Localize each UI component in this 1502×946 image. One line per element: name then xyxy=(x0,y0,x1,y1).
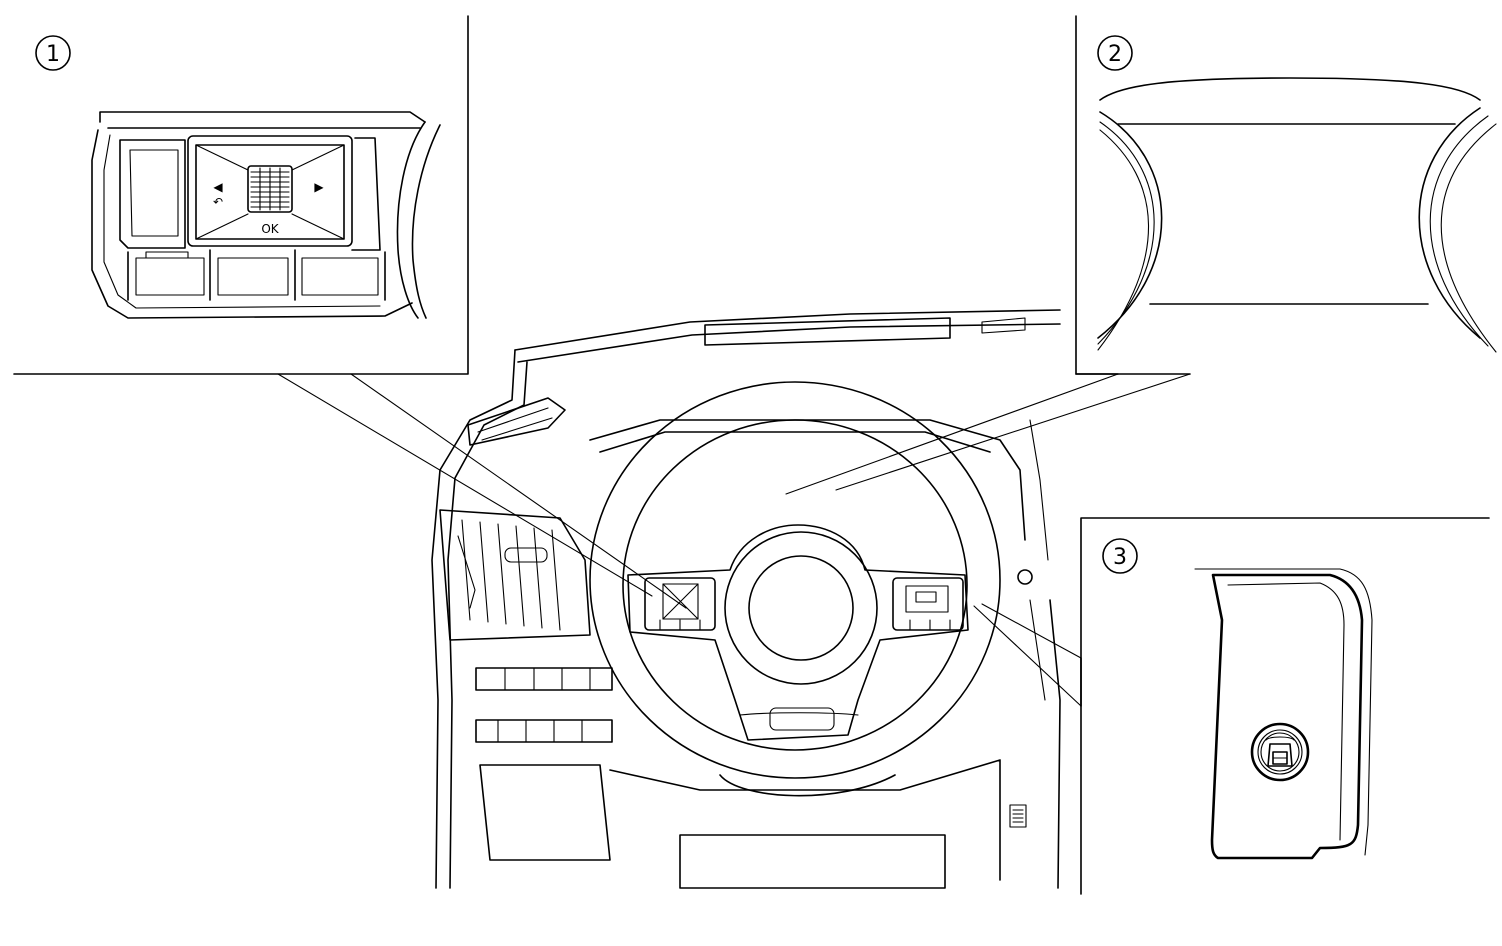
four-way-pad: ◀ ↶ ▶ OK xyxy=(187,135,353,247)
leader-2b xyxy=(835,373,1191,491)
steering-wheel xyxy=(589,381,1001,779)
inset-meter-display: 2 xyxy=(785,15,1497,495)
inset-switch-panel: 3 xyxy=(973,517,1490,895)
leader-3b xyxy=(973,605,1082,707)
left-spoke-switch xyxy=(644,577,716,631)
right-spoke-switch xyxy=(892,577,964,631)
inset-1-border xyxy=(13,15,469,375)
leader-3a xyxy=(981,603,1082,659)
steering-column xyxy=(719,774,901,797)
parking-sensor-switch xyxy=(1250,722,1310,782)
callout-2-circle xyxy=(1097,35,1133,71)
callout-1-circle xyxy=(35,35,71,71)
back-icon: ↶ xyxy=(213,195,223,209)
inset-steering-switch: 1 ◀ ↶ ▶ OK xyxy=(13,15,687,609)
lower-console xyxy=(609,569,1061,889)
callout-1-number: 1 xyxy=(46,42,60,67)
left-air-vent xyxy=(439,509,591,641)
ok-label: OK xyxy=(261,222,279,236)
callout-2-number: 2 xyxy=(1108,42,1122,67)
leader-2a xyxy=(785,373,1119,495)
car-sensor-icon xyxy=(1265,736,1295,767)
leader-1b xyxy=(350,373,687,609)
leader-1a xyxy=(277,373,653,597)
callout-3-circle xyxy=(1102,538,1138,574)
thumb-wheel xyxy=(247,165,293,213)
dashboard-illustration xyxy=(431,309,1061,889)
callout-3-number: 3 xyxy=(1113,545,1127,570)
right-arrow-icon: ▶ xyxy=(314,180,324,194)
left-arrow-icon: ◀ xyxy=(213,180,223,194)
inset-3-border xyxy=(1080,517,1490,895)
inset-2-border xyxy=(1075,15,1191,375)
left-switch-banks xyxy=(475,667,613,861)
